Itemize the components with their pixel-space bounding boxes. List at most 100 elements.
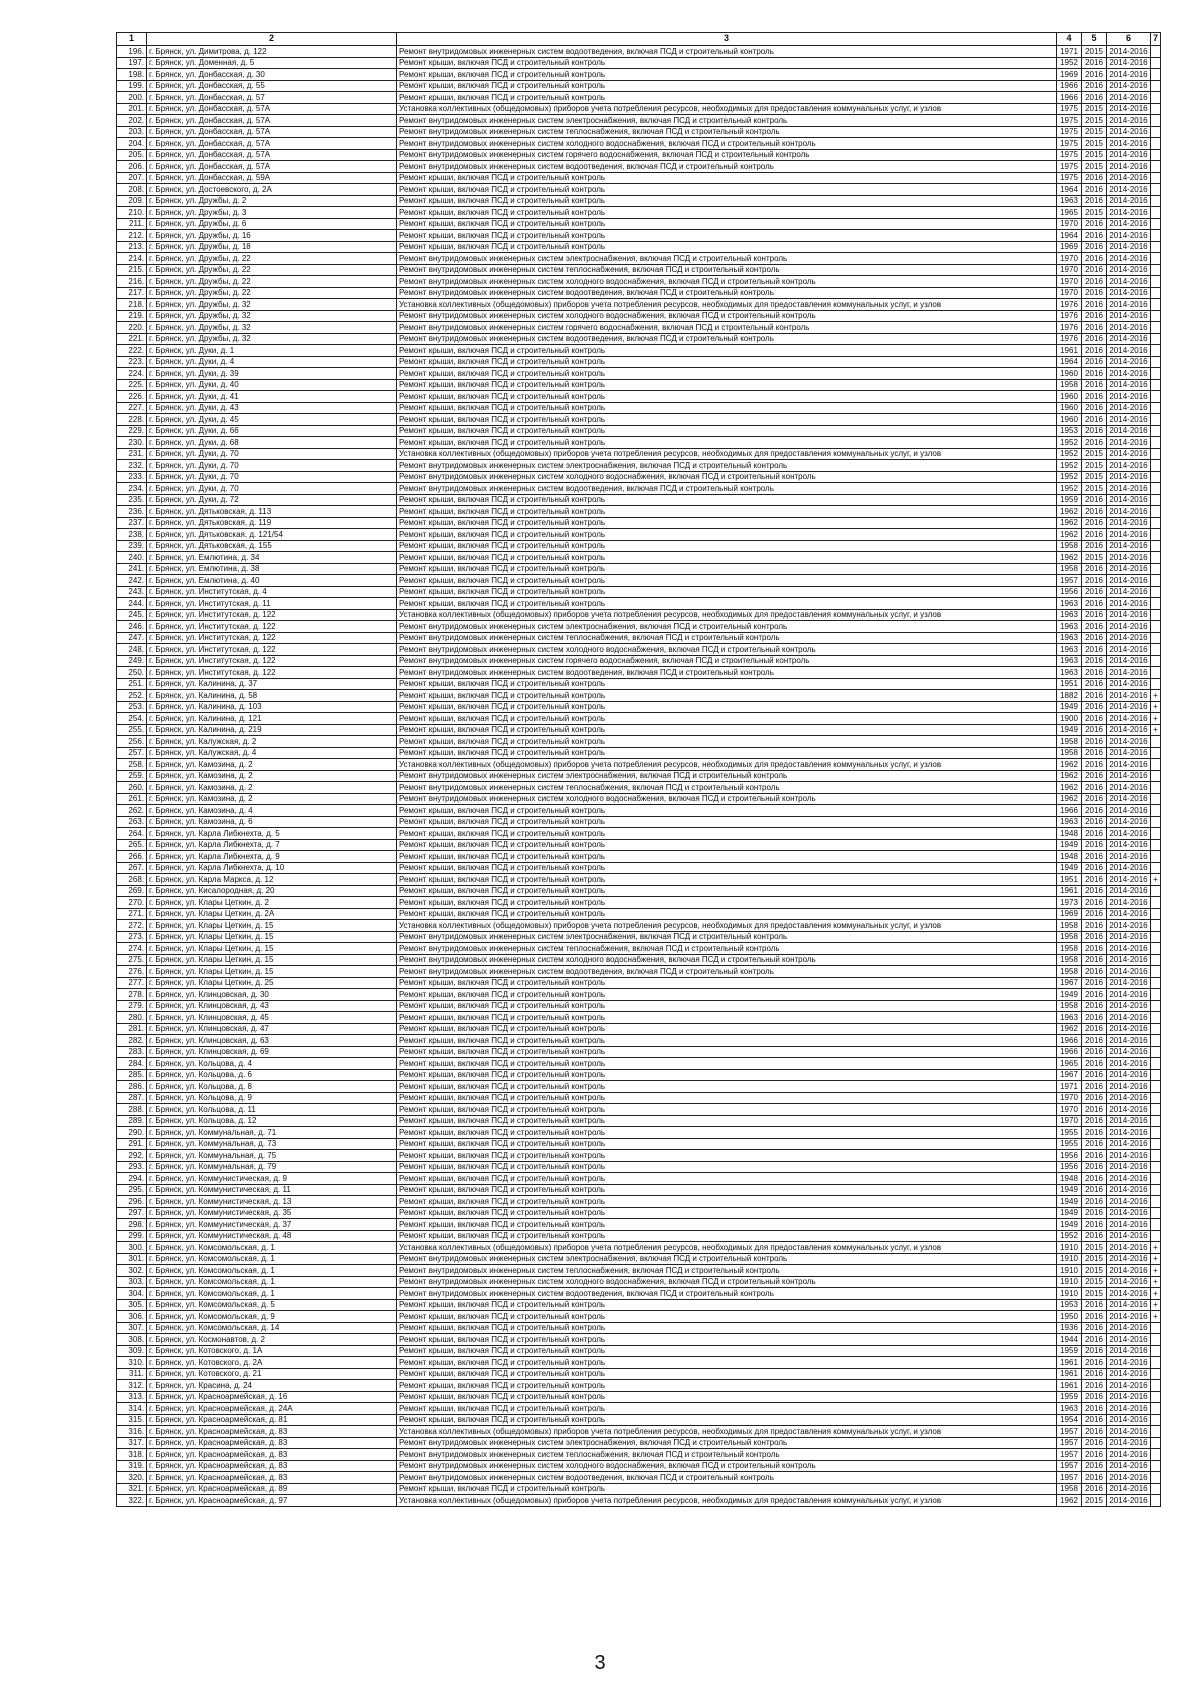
address-cell: г. Брянск, ул. Калинина, д. 58: [146, 689, 397, 702]
address-cell: г. Брянск, ул. Дружбы, д. 22: [146, 286, 397, 299]
work-type-cell: Ремонт крыши, включая ПСД и строительный…: [396, 206, 1057, 219]
row-number: 218.: [116, 298, 147, 311]
address-cell: г. Брянск, ул. Клары Цеткин, д. 15: [146, 965, 397, 978]
address-cell: г. Брянск, ул. Дружбы, д. 32: [146, 321, 397, 334]
work-type-cell: Ремонт крыши, включая ПСД и строительный…: [396, 56, 1057, 69]
address-cell: г. Брянск, ул. Кисалородная, д. 20: [146, 884, 397, 897]
row-number: 273.: [116, 930, 147, 943]
row-number: 311.: [116, 1367, 147, 1380]
row-number: 198.: [116, 68, 147, 81]
planned-year-cell: 2016: [1081, 1022, 1107, 1035]
period-cell: 2014-2016: [1106, 1482, 1151, 1495]
planned-year-cell: 2016: [1081, 1402, 1107, 1415]
period-cell: 2014-2016: [1106, 493, 1151, 506]
build-year-cell: 1962: [1056, 758, 1082, 771]
work-type-cell: Ремонт крыши, включая ПСД и строительный…: [396, 907, 1057, 920]
work-type-cell: Ремонт внутридомовых инженерных систем в…: [396, 1471, 1057, 1484]
mark-cell: [1150, 1379, 1161, 1392]
planned-year-cell: 2015: [1081, 447, 1107, 460]
work-type-cell: Ремонт внутридомовых инженерных систем т…: [396, 781, 1057, 794]
row-number: 275.: [116, 953, 147, 966]
planned-year-cell: 2016: [1081, 275, 1107, 288]
build-year-cell: 1952: [1056, 470, 1082, 483]
address-cell: г. Брянск, ул. Красноармейская, д. 81: [146, 1413, 397, 1426]
work-type-cell: Ремонт внутридомовых инженерных систем т…: [396, 631, 1057, 644]
work-type-cell: Ремонт внутридомовых инженерных систем т…: [396, 942, 1057, 955]
address-cell: г. Брянск, ул. Карла Либкнехта, д. 7: [146, 838, 397, 851]
address-cell: г. Брянск, ул. Институтская, д. 11: [146, 597, 397, 610]
planned-year-cell: 2016: [1081, 424, 1107, 437]
row-number: 260.: [116, 781, 147, 794]
row-number: 301.: [116, 1252, 147, 1265]
planned-year-cell: 2016: [1081, 171, 1107, 184]
build-year-cell: 1966: [1056, 79, 1082, 92]
work-type-cell: Ремонт внутридомовых инженерных систем в…: [396, 666, 1057, 679]
planned-year-cell: 2016: [1081, 723, 1107, 736]
build-year-cell: 1970: [1056, 1103, 1082, 1116]
period-cell: 2014-2016: [1106, 1241, 1151, 1254]
planned-year-cell: 2015: [1081, 482, 1107, 495]
period-cell: 2014-2016: [1106, 1459, 1151, 1472]
build-year-cell: 1970: [1056, 275, 1082, 288]
period-cell: 2014-2016: [1106, 735, 1151, 748]
planned-year-cell: 2016: [1081, 574, 1107, 587]
planned-year-cell: 2016: [1081, 1413, 1107, 1426]
planned-year-cell: 2016: [1081, 539, 1107, 552]
table-row: 298.г. Брянск, ул. Коммунистическая, д. …: [116, 1218, 1161, 1231]
planned-year-cell: 2016: [1081, 631, 1107, 644]
build-year-cell: 1953: [1056, 1298, 1082, 1311]
work-type-cell: Ремонт крыши, включая ПСД и строительный…: [396, 68, 1057, 81]
mark-cell: [1150, 735, 1161, 748]
planned-year-cell: 2016: [1081, 1183, 1107, 1196]
planned-year-cell: 2016: [1081, 815, 1107, 828]
work-type-cell: Ремонт крыши, включая ПСД и строительный…: [396, 539, 1057, 552]
work-type-cell: Ремонт крыши, включая ПСД и строительный…: [396, 1137, 1057, 1150]
address-cell: г. Брянск, ул. Дуки, д. 70: [146, 470, 397, 483]
work-type-cell: Ремонт внутридомовых инженерных систем э…: [396, 252, 1057, 265]
planned-year-cell: 2016: [1081, 1103, 1107, 1116]
mark-cell: [1150, 804, 1161, 817]
build-year-cell: 1963: [1056, 1011, 1082, 1024]
work-type-cell: Ремонт крыши, включая ПСД и строительный…: [396, 1402, 1057, 1415]
row-number: 307.: [116, 1321, 147, 1334]
address-cell: г. Брянск, ул. Калужская, д. 4: [146, 746, 397, 759]
mark-cell: [1150, 332, 1161, 345]
table-body: 1 2 3 4 5 6 7 196.г. Брянск, ул. Димитро…: [116, 32, 1161, 1507]
work-type-cell: Ремонт крыши, включая ПСД и строительный…: [396, 229, 1057, 242]
period-cell: 2014-2016: [1106, 1494, 1151, 1507]
build-year-cell: 1962: [1056, 528, 1082, 541]
work-type-cell: Ремонт внутридомовых инженерных систем в…: [396, 160, 1057, 173]
planned-year-cell: 2016: [1081, 1425, 1107, 1438]
row-number: 228.: [116, 413, 147, 426]
period-cell: 2014-2016: [1106, 608, 1151, 621]
mark-cell: [1150, 252, 1161, 265]
mark-cell: [1150, 493, 1161, 506]
planned-year-cell: 2016: [1081, 493, 1107, 506]
period-cell: 2014-2016: [1106, 804, 1151, 817]
planned-year-cell: 2016: [1081, 528, 1107, 541]
address-cell: г. Брянск, ул. Калужская, д. 2: [146, 735, 397, 748]
work-type-cell: Ремонт крыши, включая ПСД и строительный…: [396, 689, 1057, 702]
build-year-cell: 1900: [1056, 712, 1082, 725]
mark-cell: [1150, 1229, 1161, 1242]
work-type-cell: Ремонт внутридомовых инженерных систем в…: [396, 45, 1057, 58]
build-year-cell: 1962: [1056, 516, 1082, 529]
period-cell: 2014-2016: [1106, 79, 1151, 92]
row-number: 248.: [116, 643, 147, 656]
address-cell: г. Брянск, ул. Дятьковская, д. 121/54: [146, 528, 397, 541]
build-year-cell: 1970: [1056, 252, 1082, 265]
